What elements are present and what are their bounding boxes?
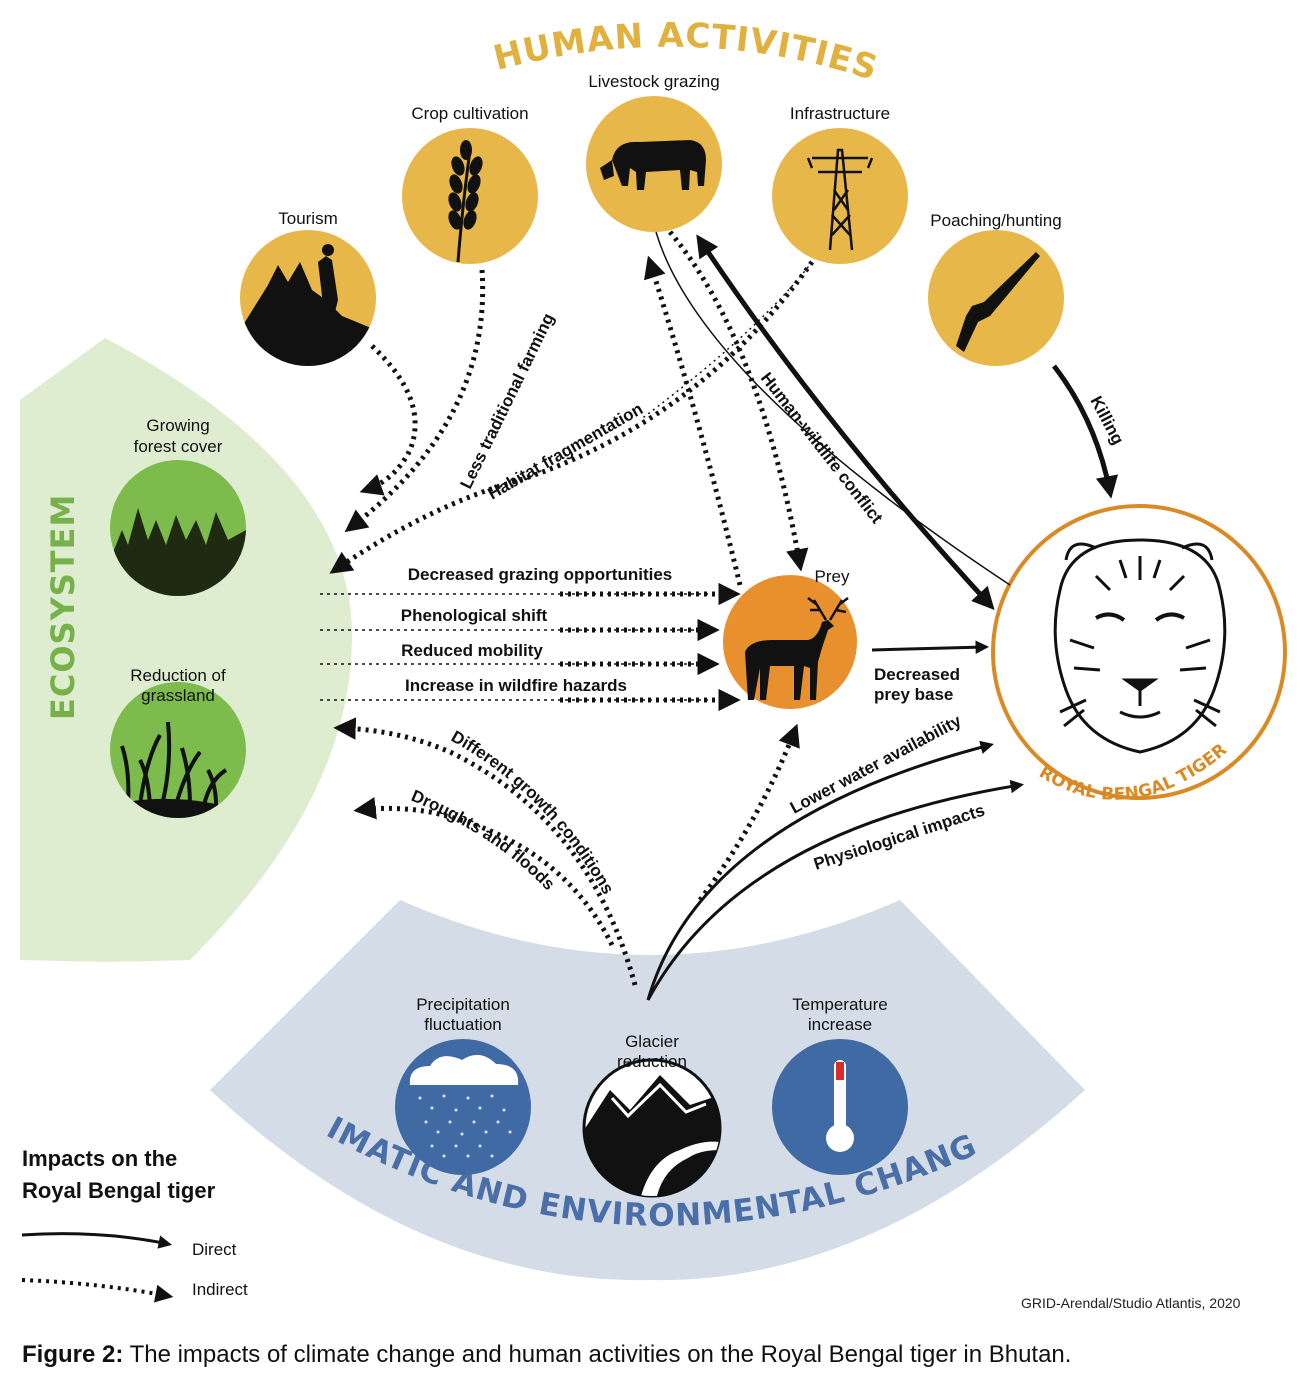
- node-growing-forest-cover: Growing forest cover: [110, 416, 246, 596]
- edge-crop-ecosystem: [344, 269, 486, 533]
- node-prey: Prey: [723, 567, 857, 709]
- svg-text:Poaching/hunting: Poaching/hunting: [930, 211, 1061, 230]
- edge-different-growth: [333, 717, 638, 986]
- legend-direct-arrow: [21, 1232, 172, 1249]
- rain-cloud-icon: [409, 1054, 519, 1158]
- edge-human-wildlife-conflict: [696, 234, 995, 610]
- legend: Impacts on the Royal Bengal tiger Direct…: [22, 1143, 282, 1299]
- svg-text:Precipitation: Precipitation: [416, 995, 510, 1014]
- svg-text:Tourism: Tourism: [278, 209, 338, 228]
- label-reduced-mobility: Reduced mobility: [401, 641, 543, 660]
- svg-text:Livestock grazing: Livestock grazing: [588, 72, 719, 91]
- edge-infrastructure-ecosystem: [329, 260, 815, 574]
- tiger-face-icon: [1053, 538, 1227, 754]
- label-wildfire: Increase in wildfire hazards: [405, 676, 627, 695]
- node-livestock-grazing: Livestock grazing: [586, 72, 722, 232]
- node-crop-cultivation: Crop cultivation: [402, 104, 538, 264]
- svg-text:Prey: Prey: [815, 567, 850, 586]
- legend-direct-label: Direct: [192, 1240, 237, 1259]
- edge-killing: [1052, 364, 1119, 499]
- node-royal-bengal-tiger: ROYAL BENGAL TIGER: [991, 504, 1287, 805]
- label-phenological-shift: Phenological shift: [401, 606, 548, 625]
- label-human-wildlife-conflict: Human-wildlife conflict: [757, 369, 887, 528]
- edge-droughts-floods: [353, 797, 615, 947]
- node-infrastructure: Infrastructure: [772, 104, 908, 264]
- credit: GRID-Arendal/Studio Atlantis, 2020: [1021, 1295, 1241, 1311]
- node-poaching-hunting: Poaching/hunting: [928, 211, 1064, 366]
- svg-text:increase: increase: [808, 1015, 872, 1034]
- svg-text:Infrastructure: Infrastructure: [790, 104, 890, 123]
- svg-text:Temperature: Temperature: [792, 995, 887, 1014]
- node-reduction-of-grassland: Reduction of grassland: [110, 666, 246, 818]
- label-decreased-prey-base-1: Decreased: [874, 665, 960, 684]
- ecosystem-band: [20, 338, 353, 962]
- node-temperature-increase: Temperature increase: [772, 995, 908, 1175]
- node-tourism: Tourism: [240, 209, 376, 366]
- svg-text:reduction: reduction: [617, 1052, 687, 1071]
- ecosystem-heading: ECOSYSTEM: [44, 494, 82, 720]
- wheat-icon: [448, 140, 483, 263]
- edge-climate-prey: [697, 723, 800, 902]
- svg-text:grassland: grassland: [141, 686, 215, 705]
- legend-indirect-label: Indirect: [192, 1280, 248, 1299]
- svg-text:Reduction of: Reduction of: [130, 666, 226, 685]
- edge-lower-water: [646, 740, 994, 1001]
- caption-text: The impacts of climate change and human …: [123, 1341, 1072, 1368]
- cow-icon: [600, 140, 706, 190]
- grass-icon: [110, 721, 246, 818]
- edge-prey-tiger: [871, 640, 990, 654]
- figure-caption: Figure 2: The impacts of climate change …: [22, 1341, 1071, 1369]
- svg-text:Crop cultivation: Crop cultivation: [411, 104, 528, 123]
- rifle-icon: [956, 252, 1040, 352]
- edge-physiological: [646, 779, 1024, 1001]
- hiker-icon: [240, 244, 376, 366]
- glacier-icon: [584, 1075, 720, 1196]
- thermometer-icon: [826, 1060, 854, 1152]
- caption-prefix: Figure 2:: [22, 1341, 124, 1368]
- legend-title-line-1: Impacts on the: [22, 1146, 178, 1171]
- label-decreased-prey-base-2: prey base: [874, 685, 953, 704]
- power-pylon-icon: [806, 148, 874, 251]
- legend-indirect-arrow: [21, 1278, 174, 1303]
- svg-text:Growing: Growing: [146, 416, 209, 435]
- svg-text:forest cover: forest cover: [134, 437, 223, 456]
- node-glacier-reduction: Glacier reduction: [582, 1032, 722, 1198]
- legend-title-line-2: Royal Bengal tiger: [22, 1178, 216, 1203]
- forest-icon: [110, 508, 246, 596]
- svg-text:Glacier: Glacier: [625, 1032, 679, 1051]
- label-decreased-grazing: Decreased grazing opportunities: [408, 565, 673, 584]
- svg-text:fluctuation: fluctuation: [424, 1015, 502, 1034]
- edge-tourism-ecosystem: [359, 344, 418, 496]
- node-precipitation-fluctuation: Precipitation fluctuation: [395, 995, 531, 1175]
